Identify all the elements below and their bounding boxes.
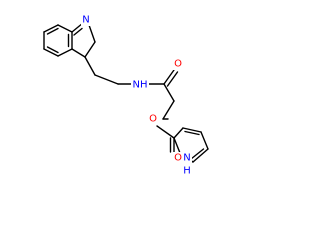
benzene-ring (43, 24, 73, 57)
amide-oxygen-label: O (174, 59, 182, 70)
amide-group (148, 69, 179, 102)
carbonyl-oxygen-label: O (174, 153, 182, 164)
ethyl-chain (84, 56, 132, 85)
atom-labels: N NH O O O N H (81, 14, 192, 178)
ester-group (156, 100, 175, 153)
chemical-structure-diagram: N NH O O O N H (43, 14, 209, 178)
indole-nitrogen-label: N (82, 15, 89, 26)
pyrrole-hydrogen-label: H (183, 166, 191, 177)
pyrroline-ring (71, 22, 96, 58)
amide-nitrogen-label: NH (133, 80, 148, 91)
ester-oxygen-label: O (149, 114, 157, 125)
pyrrole-nitrogen-label: N (183, 153, 190, 164)
